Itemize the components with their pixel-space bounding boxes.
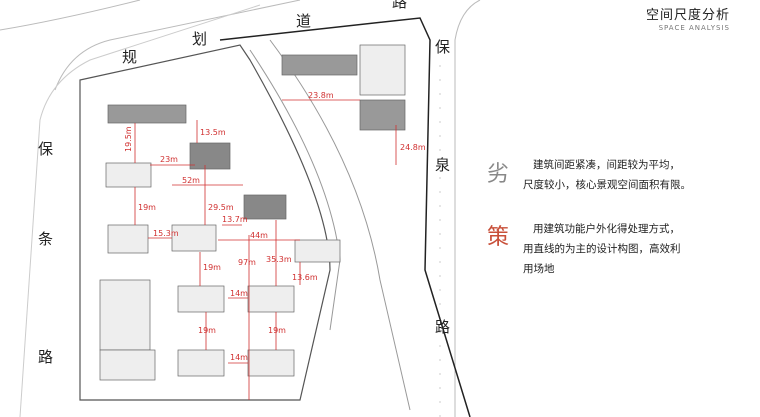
dim-label: 52m [182, 176, 200, 185]
dim-label: 29.5m [208, 203, 234, 212]
weakness-tag: 劣 [487, 162, 510, 187]
dim-label: 44m [250, 231, 268, 240]
road-label-left: 条 [38, 230, 54, 248]
title-cn: 空间尺度分析 [645, 8, 730, 23]
dim-label: 19m [268, 326, 286, 335]
road-label-right: 保 [435, 38, 451, 56]
road-label-top: 规 [122, 48, 138, 66]
page-title: 空间尺度分析 SPACE ANALYSIS [646, 4, 730, 32]
site-boundary-west [79, 44, 331, 401]
dim-label: 13.7m [222, 215, 248, 224]
text-line: 建筑间距紧凑，间距较为平均， [533, 159, 680, 171]
dim-label: 23.8m [308, 91, 334, 100]
text-line: 尺度较小，核心景观空间面积有限。 [523, 179, 691, 191]
dim-label: 13.5m [200, 128, 226, 137]
dim-label: 19m [138, 203, 156, 212]
dim-label: 19.5m [124, 126, 133, 152]
dim-label: 35.3m [266, 255, 292, 264]
dim-label: 15.3m [153, 229, 179, 238]
text-line: 用直线的为主的设计构图，高效利 [523, 243, 681, 255]
dim-label: 19m [198, 326, 216, 335]
strategy-tag: 策 [487, 225, 510, 250]
road-label-top: 路 [392, 0, 408, 11]
weakness-text: 建筑间距紧凑，间距较为平均， 尺度较小，核心景观空间面积有限。 [523, 155, 723, 195]
dim-label: 13.6m [292, 273, 318, 282]
text-line: 用建筑功能户外化得处理方式， [533, 223, 680, 235]
dimension-lines [134, 99, 397, 400]
road-label-top: 道 [296, 12, 312, 30]
road-label-left: 路 [38, 348, 54, 366]
dim-label: 24.8m [400, 143, 426, 152]
road-label-right: 泉 [435, 156, 451, 174]
dim-label: 19m [203, 263, 221, 272]
site-boundary-east [219, 17, 471, 417]
road-label-top: 划 [192, 30, 208, 48]
text-line: 用场地 [523, 263, 555, 275]
strategy-text: 用建筑功能户外化得处理方式， 用直线的为主的设计构图，高效利 用场地 [523, 219, 723, 279]
dim-label: 23m [160, 155, 178, 164]
road-label-left: 保 [38, 140, 54, 158]
dim-label: 14m [230, 353, 248, 362]
dim-label: 14m [230, 289, 248, 298]
title-en: SPACE ANALYSIS [658, 24, 730, 32]
dim-label: 97m [238, 258, 256, 267]
road-label-right: 路 [435, 318, 451, 336]
